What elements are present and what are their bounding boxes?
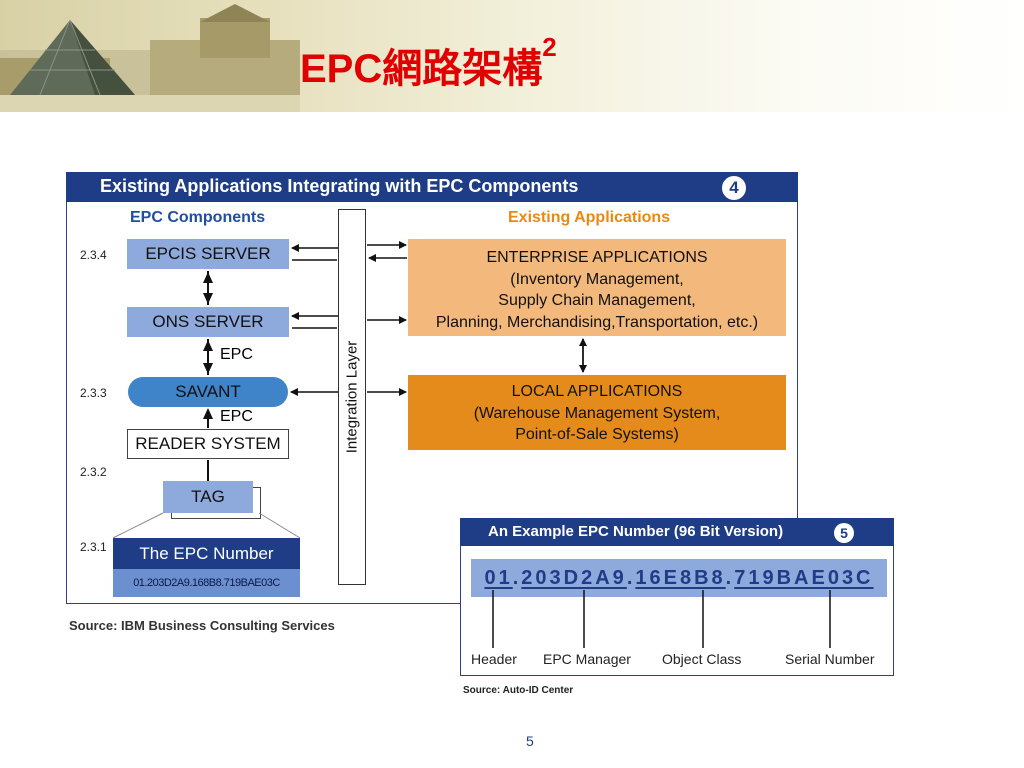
page-number: 5 [526,733,534,749]
enterprise-line: Supply Chain Management, [498,292,696,309]
epc-number-title: The EPC Number [113,538,300,569]
diagram-number-badge: 4 [722,176,746,200]
section-number: 2.3.4 [80,248,107,262]
epc-example-header-bar [460,518,894,546]
reader-system-box: READER SYSTEM [127,429,289,459]
epc-segment-object-class: 16E8B8 [635,567,726,589]
epc-segment-header: 01 [484,567,513,589]
existing-applications-heading: Existing Applications [508,209,671,226]
arrowhead-down [203,363,213,374]
local-applications-box: LOCAL APPLICATIONS (Warehouse Management… [408,375,786,450]
savant-box: SAVANT [128,377,288,407]
section-number: 2.3.2 [80,465,107,479]
epc-separator: . [512,567,522,589]
example-source: Source: Auto-ID Center [463,685,574,696]
epc-example-title: An Example EPC Number (96 Bit Version) [488,523,784,540]
epc-separator: . [725,567,735,589]
epc-number-bar [471,559,887,597]
zoom-line-right [258,512,301,539]
epc-segment-serial: 719BAE03C [734,567,874,589]
integration-layer-bar [338,209,366,585]
epc-components-heading: EPC Components [130,209,266,226]
diagram-source: Source: IBM Business Consulting Services [69,618,335,633]
field-label-object-class: Object Class [662,651,742,667]
field-label-serial-number: Serial Number [785,651,875,667]
epc-segment-manager: 203D2A9 [521,567,627,589]
epcis-server-box: EPCIS SERVER [127,239,289,269]
example-number-badge: 5 [834,523,854,543]
ons-server-box: ONS SERVER [127,307,289,337]
enterprise-title: ENTERPRISE APPLICATIONS [486,249,708,266]
field-label-header: Header [471,651,517,667]
zoom-line-left [112,512,164,539]
tag-box: TAG [163,481,253,513]
diagram-title: Existing Applications Integrating with E… [100,176,579,196]
epc-number-display: 01.203D2A9.16E8B8.719BAE03C [471,559,887,597]
louvre-pyramid-image [0,4,300,112]
local-line: Point-of-Sale Systems) [515,426,679,443]
local-line: (Warehouse Management System, [473,404,721,422]
section-number: 2.3.3 [80,386,107,400]
arrowhead-up [203,272,213,283]
arrowhead-up [203,340,213,351]
epc-separator: . [626,567,636,589]
epc-arrow-label: EPC [220,346,253,363]
slide-title: EPC網路架構2 [300,32,557,91]
section-number: 2.3.1 [80,540,107,554]
enterprise-line: Planning, Merchandising,Transportation, … [435,313,759,331]
diagram-header-bar [66,172,798,202]
epc-number-value: 01.203D2A9.168B8.719BAE03C [113,569,300,597]
enterprise-applications-box: ENTERPRISE APPLICATIONS (Inventory Manag… [408,239,786,336]
arrowhead-up [203,408,213,419]
local-title: LOCAL APPLICATIONS [511,383,683,400]
epc-arrow-label: EPC [220,408,253,425]
field-label-epc-manager: EPC Manager [543,651,631,667]
arrowhead-down [203,293,213,304]
enterprise-line: (Inventory Management, [510,270,684,288]
